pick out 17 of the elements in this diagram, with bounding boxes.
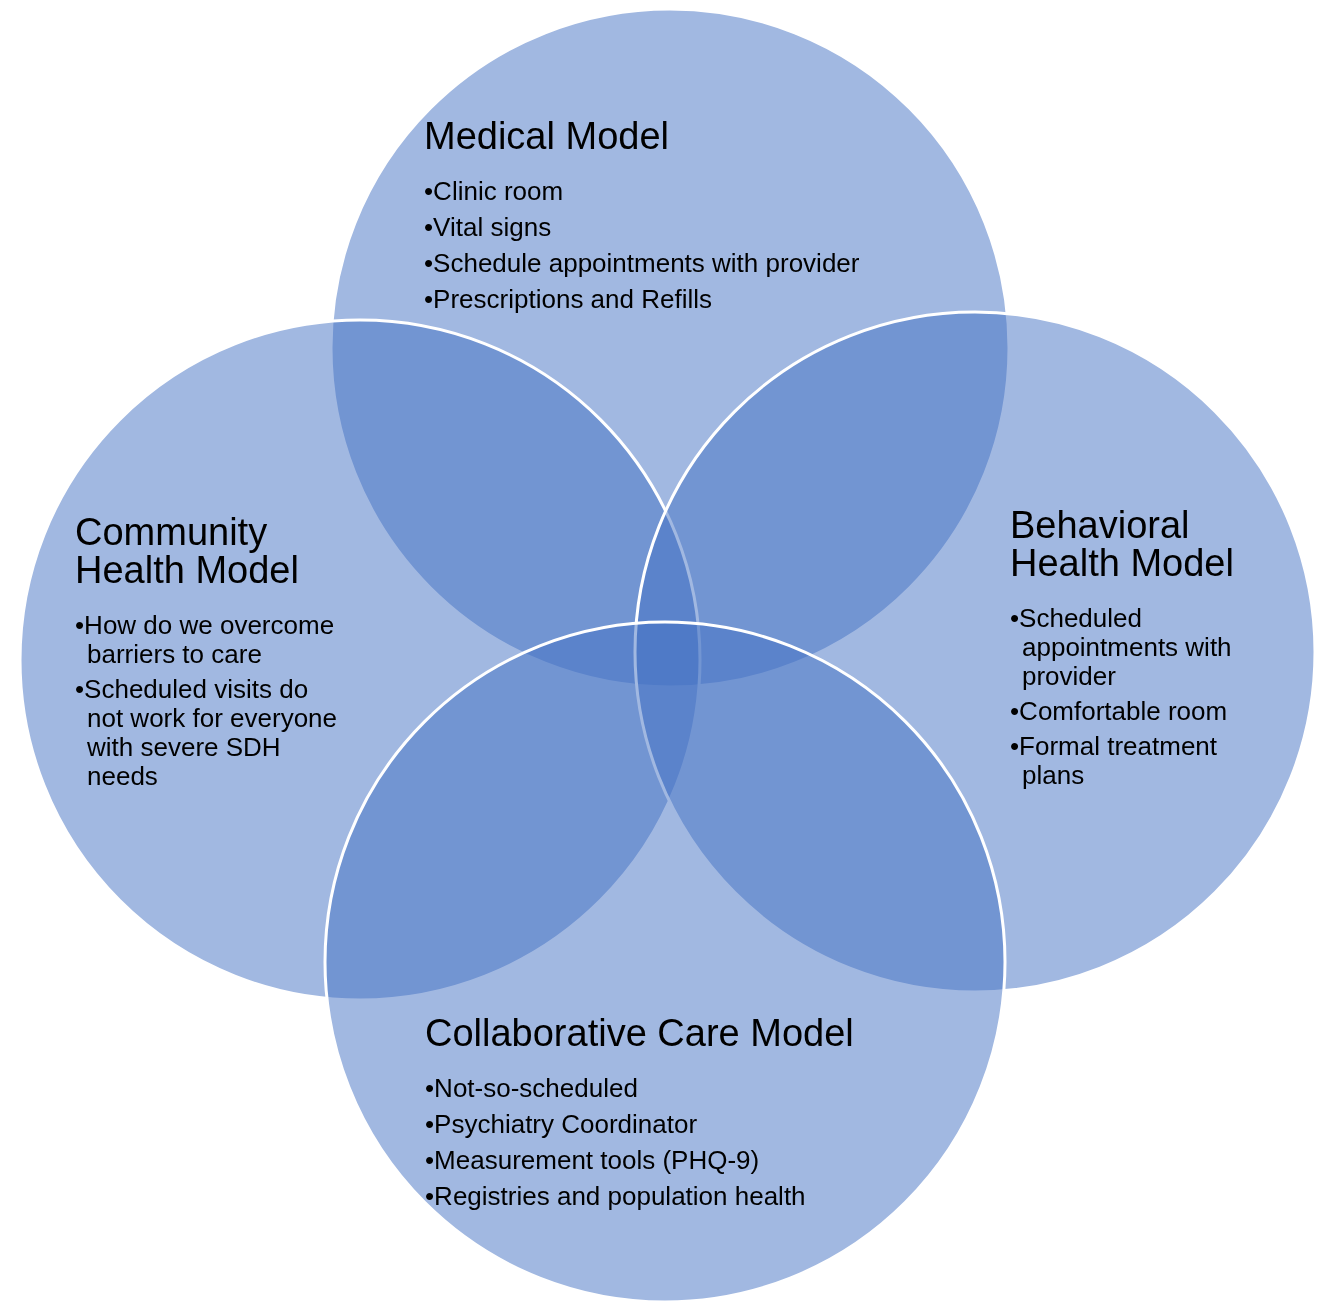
circle-heading: Medical Model bbox=[424, 117, 670, 155]
bullet-item: •How do we overcome barriers to care bbox=[75, 611, 336, 669]
bullet-item: •Scheduled appointments with provider bbox=[1010, 604, 1233, 691]
bullet-item: •Scheduled visits do not work for everyone with severe SDH needs bbox=[75, 675, 338, 791]
circle-heading: Community Health Model bbox=[75, 513, 300, 589]
bullet-item: •Formal treatment plans bbox=[1010, 732, 1219, 790]
circle-heading: Behavioral Health Model bbox=[1010, 506, 1235, 582]
bullet-item: •Not-so-scheduled bbox=[425, 1074, 639, 1103]
bullet-item: •Prescriptions and Refills bbox=[424, 285, 713, 314]
bullet-item: •Schedule appointments with provider bbox=[424, 249, 861, 278]
bullet-item: •Registries and population health bbox=[425, 1182, 807, 1211]
bullet-item: •Comfortable room bbox=[1010, 697, 1229, 726]
circle-heading: Collaborative Care Model bbox=[425, 1014, 855, 1052]
bullet-item: •Vital signs bbox=[424, 213, 553, 242]
bullet-item: •Clinic room bbox=[424, 177, 565, 206]
bullet-item: •Psychiatry Coordinator bbox=[425, 1110, 699, 1139]
bullet-item: •Measurement tools (PHQ-9) bbox=[425, 1146, 761, 1175]
